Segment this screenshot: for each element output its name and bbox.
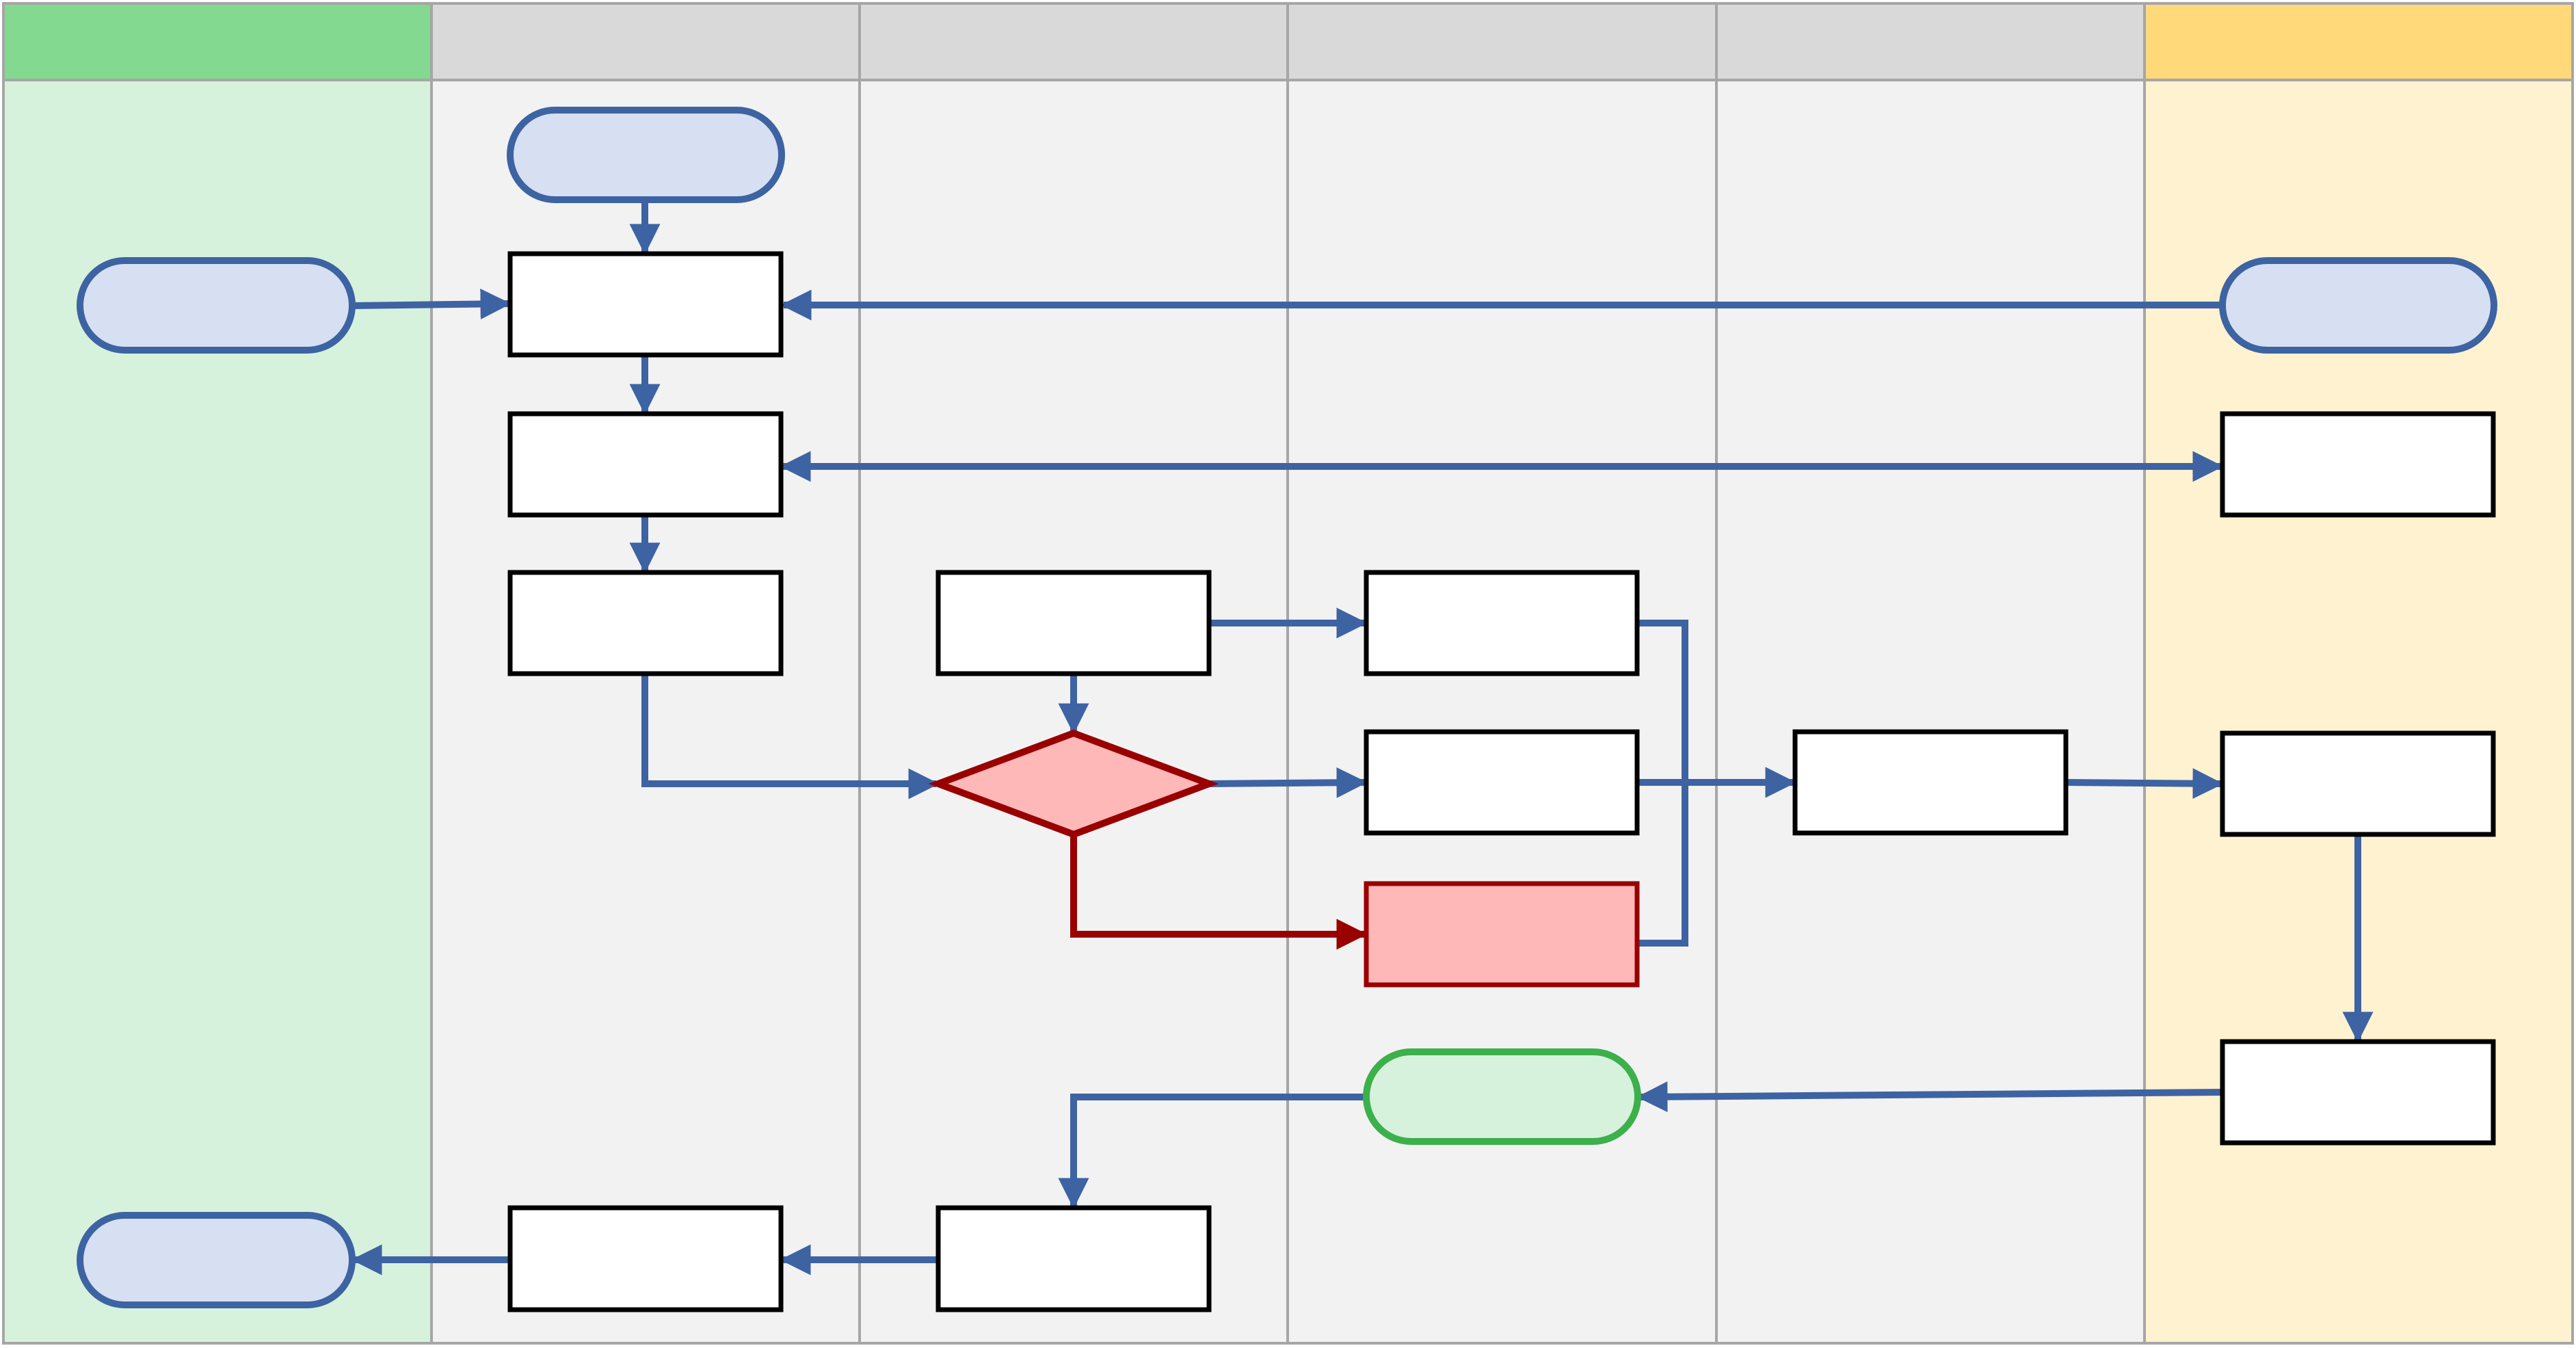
flow-node-terminal <box>2219 257 2497 354</box>
process-box <box>2220 411 2496 518</box>
terminal-shape <box>2219 257 2497 354</box>
process-box <box>935 1205 1212 1312</box>
terminal-shape <box>77 1212 356 1308</box>
process-box <box>507 411 784 518</box>
decision-diamond-shape <box>928 729 1219 838</box>
flow-node-terminal <box>77 1212 356 1308</box>
flow-node-alert <box>1364 881 1640 988</box>
terminal-shape <box>507 107 785 203</box>
connector-arrow-e14 <box>1637 767 1796 947</box>
swimlane-header <box>858 2 1289 81</box>
process-box <box>507 251 784 358</box>
connector-arrow-e7 <box>641 674 940 799</box>
flow-node-decision <box>928 729 1219 838</box>
flow-node-process <box>1792 729 2069 836</box>
nodes-layer <box>77 107 2497 1312</box>
flow-node-process <box>2220 1039 2496 1146</box>
alert-process-box <box>1364 881 1640 988</box>
flow-node-process <box>935 1205 1212 1312</box>
flow-node-process <box>507 411 784 518</box>
connector-arrow-e10 <box>1208 767 1368 798</box>
flow-node-process <box>2220 411 2496 518</box>
swimlane-header <box>1286 2 1718 81</box>
process-box <box>1364 729 1640 836</box>
swimlane-body <box>1286 79 1718 1345</box>
flow-node-process <box>507 570 784 676</box>
terminal-shape <box>77 257 356 354</box>
swimlane-header <box>1715 2 2146 81</box>
flow-node-terminal <box>507 107 785 203</box>
flow-node-success <box>1363 1048 1641 1145</box>
process-box <box>2220 730 2496 837</box>
process-box <box>507 570 784 676</box>
swimlane-header <box>2143 2 2574 81</box>
process-box <box>1364 570 1640 676</box>
flow-node-terminal <box>77 257 356 354</box>
flow-node-process <box>2220 730 2496 837</box>
swimlane-header <box>430 2 861 81</box>
swimlane-1 <box>2 2 433 1345</box>
process-box <box>2220 1039 2496 1146</box>
flow-node-process <box>507 1205 784 1312</box>
process-box <box>1792 729 2069 836</box>
swimlane-header <box>2 2 433 81</box>
flow-node-process <box>935 570 1212 676</box>
connector-arrow-e2 <box>351 289 512 320</box>
flow-node-process <box>1364 570 1640 676</box>
swimlane-body <box>1715 79 2146 1345</box>
process-box <box>935 570 1212 676</box>
connector-arrow-e17 <box>1636 1081 2223 1113</box>
flow-node-process <box>1364 729 1640 836</box>
swimlane-5 <box>1715 2 2146 1345</box>
connector-arrow-e18 <box>1058 1094 1366 1209</box>
process-box <box>507 1205 784 1312</box>
flow-node-process <box>507 251 784 358</box>
success-terminal-shape <box>1363 1048 1641 1145</box>
connector-arrow-e15 <box>2065 768 2224 799</box>
connector-arrow-e11 <box>1070 834 1368 950</box>
edges-layer <box>351 200 2374 1276</box>
